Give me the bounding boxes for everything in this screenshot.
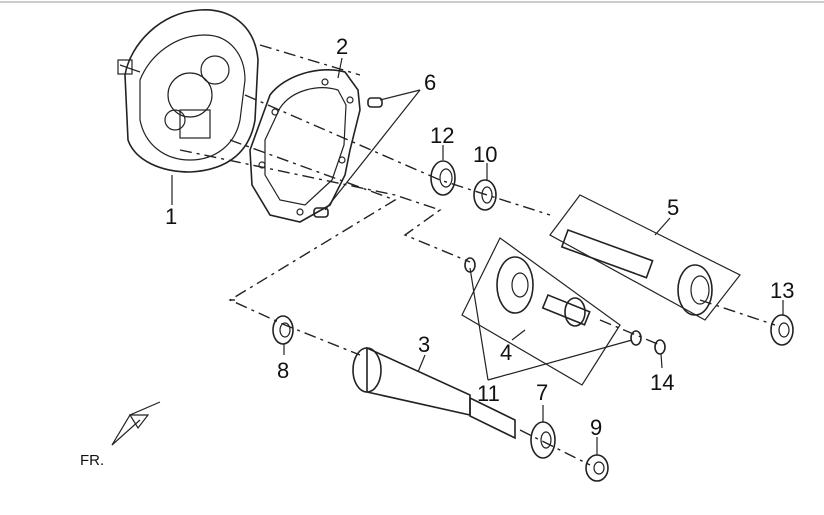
callout-1: 1 [165, 204, 177, 229]
transmission-case [117, 9, 259, 173]
dowel-pin-bottom [313, 207, 329, 218]
countershaft-gear-set [461, 237, 642, 386]
assembly-lines [179, 44, 776, 466]
callout-3: 3 [418, 332, 430, 357]
gasket [249, 68, 361, 223]
oil-seal-12 [430, 160, 456, 196]
callout-2: 2 [336, 34, 348, 59]
callout-4: 4 [500, 340, 512, 365]
nut-9 [585, 454, 609, 482]
callout-13: 13 [770, 278, 794, 303]
bearing-8 [272, 315, 294, 345]
front-direction-label: FR. [80, 452, 104, 469]
callouts: 1 2 3 4 5 6 7 8 9 10 11 12 13 14 [165, 34, 794, 440]
callout-9: 9 [590, 415, 602, 440]
callout-14: 14 [650, 370, 674, 395]
callout-8: 8 [277, 358, 289, 383]
oil-seal-13 [770, 314, 794, 346]
oil-seal-7 [530, 421, 556, 459]
callout-7: 7 [536, 380, 548, 405]
callout-11: 11 [477, 381, 500, 406]
callout-6: 6 [424, 70, 436, 95]
front-direction-arrow-icon [111, 401, 161, 446]
bearing-10 [473, 179, 497, 211]
callout-10: 10 [473, 142, 497, 167]
drive-shaft-assembly [549, 194, 741, 321]
washer-14 [654, 339, 666, 355]
callout-5: 5 [667, 195, 679, 220]
leader-lines [171, 57, 784, 455]
callout-12: 12 [430, 123, 454, 148]
dowel-pin-top [367, 97, 383, 108]
main-shaft [352, 346, 516, 440]
